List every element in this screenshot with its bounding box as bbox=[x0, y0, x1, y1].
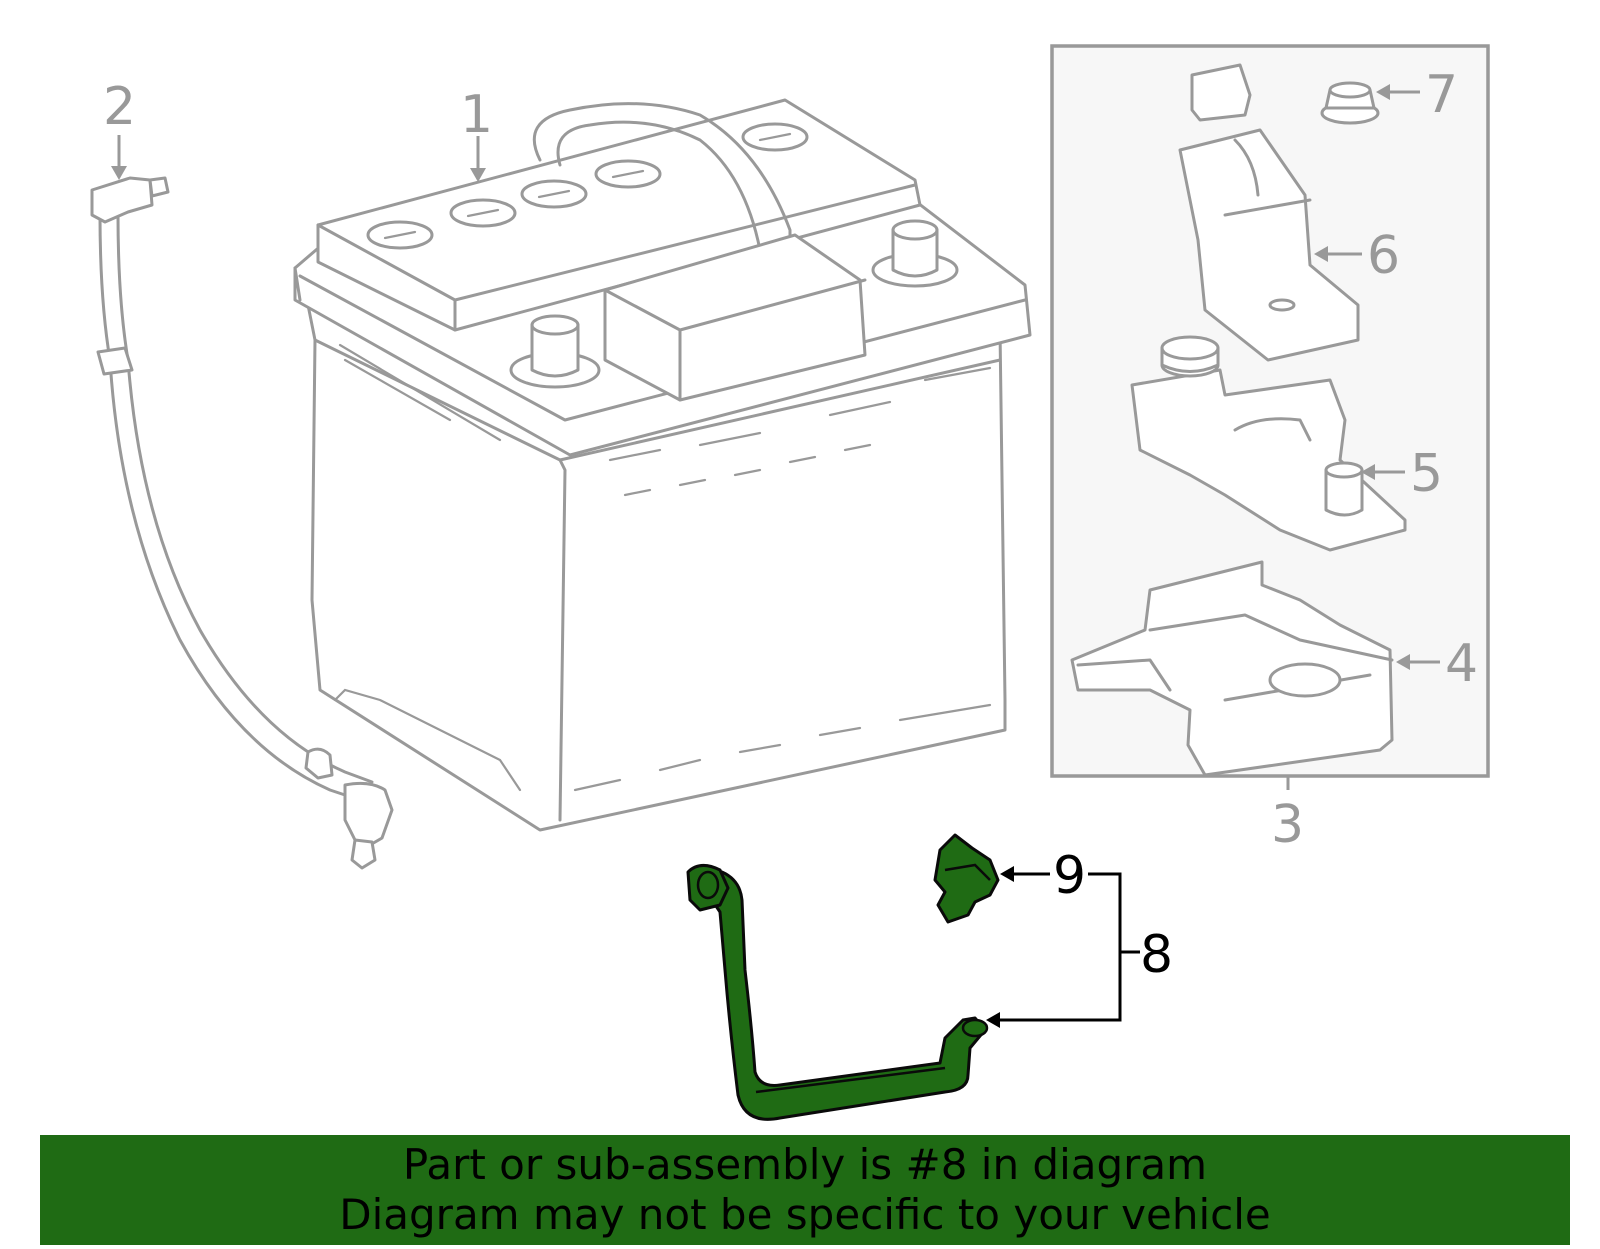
clamp-bracket bbox=[1178, 63, 1360, 362]
negative-cable bbox=[90, 176, 394, 870]
callout-2: 2 bbox=[103, 77, 136, 137]
terminal-post-right bbox=[871, 219, 959, 288]
callout-6: 6 bbox=[1367, 226, 1400, 286]
callout-9: 9 bbox=[1053, 846, 1086, 906]
ground-cable-highlighted[interactable] bbox=[686, 833, 1000, 1121]
terminal-cover bbox=[1070, 560, 1394, 777]
callout-8: 8 bbox=[1140, 925, 1173, 985]
callout-1: 1 bbox=[460, 85, 493, 145]
info-banner: Part or sub-assembly is #8 in diagram Di… bbox=[40, 1135, 1570, 1245]
banner-line-1: Part or sub-assembly is #8 in diagram bbox=[402, 1140, 1208, 1189]
nut bbox=[1320, 81, 1380, 125]
inset-panel bbox=[1050, 44, 1490, 790]
callout-5: 5 bbox=[1410, 444, 1443, 504]
terminal-clamp bbox=[1130, 335, 1407, 552]
banner-line-2: Diagram may not be specific to your vehi… bbox=[339, 1190, 1271, 1239]
clip-nut bbox=[933, 833, 1000, 924]
callout-4: 4 bbox=[1445, 634, 1478, 694]
callout-7: 7 bbox=[1425, 65, 1458, 125]
callout-3: 3 bbox=[1271, 795, 1304, 855]
terminal-post-left bbox=[509, 314, 601, 389]
battery bbox=[293, 98, 1032, 832]
cable-eyelet bbox=[686, 864, 989, 1038]
